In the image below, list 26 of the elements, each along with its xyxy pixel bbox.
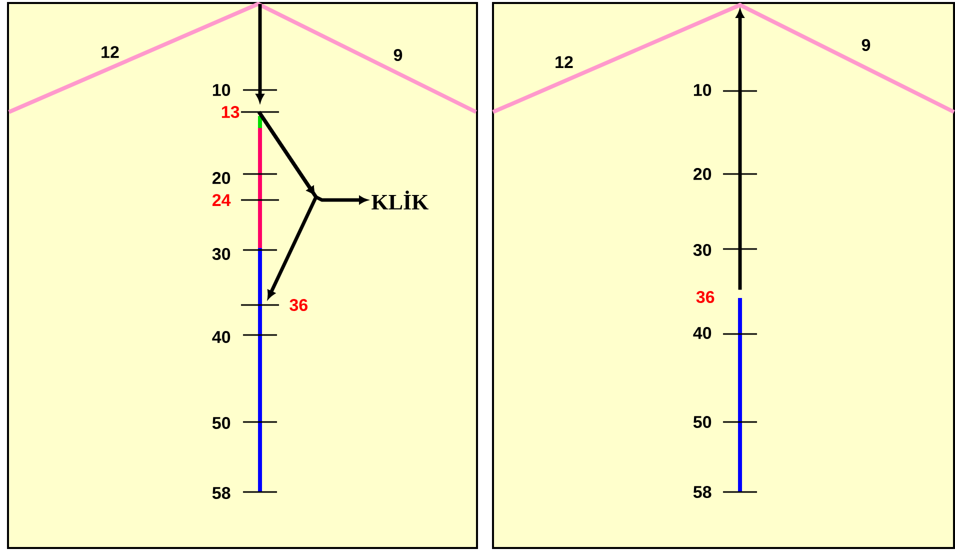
arrow xyxy=(256,4,264,102)
tick-label: 36 xyxy=(696,290,714,304)
panel xyxy=(492,2,955,549)
tick-label: 13 xyxy=(222,106,240,118)
roof-label: 12 xyxy=(102,46,119,58)
tick-label: 40 xyxy=(212,330,230,344)
tick-label: 10 xyxy=(212,84,230,96)
roof-label: 12 xyxy=(556,56,573,68)
tick-label: 20 xyxy=(694,168,712,180)
roof-label: 9 xyxy=(394,48,402,62)
tick-label: 58 xyxy=(693,486,712,498)
tick-label: 40 xyxy=(693,326,712,340)
tick-label: 30 xyxy=(693,244,712,256)
arrow xyxy=(736,10,744,290)
tick-label: 50 xyxy=(693,416,712,428)
tick-label: 10 xyxy=(694,84,712,96)
tick-label: 30 xyxy=(212,248,230,260)
roof-label: 9 xyxy=(862,38,870,52)
klik-text: KLİK xyxy=(372,190,428,210)
tick-label: 24 xyxy=(212,194,231,206)
tick-label: 36 xyxy=(290,298,308,312)
tick-label: 20 xyxy=(212,172,230,184)
arrow xyxy=(258,111,318,299)
tick-label: 50 xyxy=(212,416,230,430)
panel xyxy=(7,2,478,549)
tick-label: 58 xyxy=(212,486,230,500)
